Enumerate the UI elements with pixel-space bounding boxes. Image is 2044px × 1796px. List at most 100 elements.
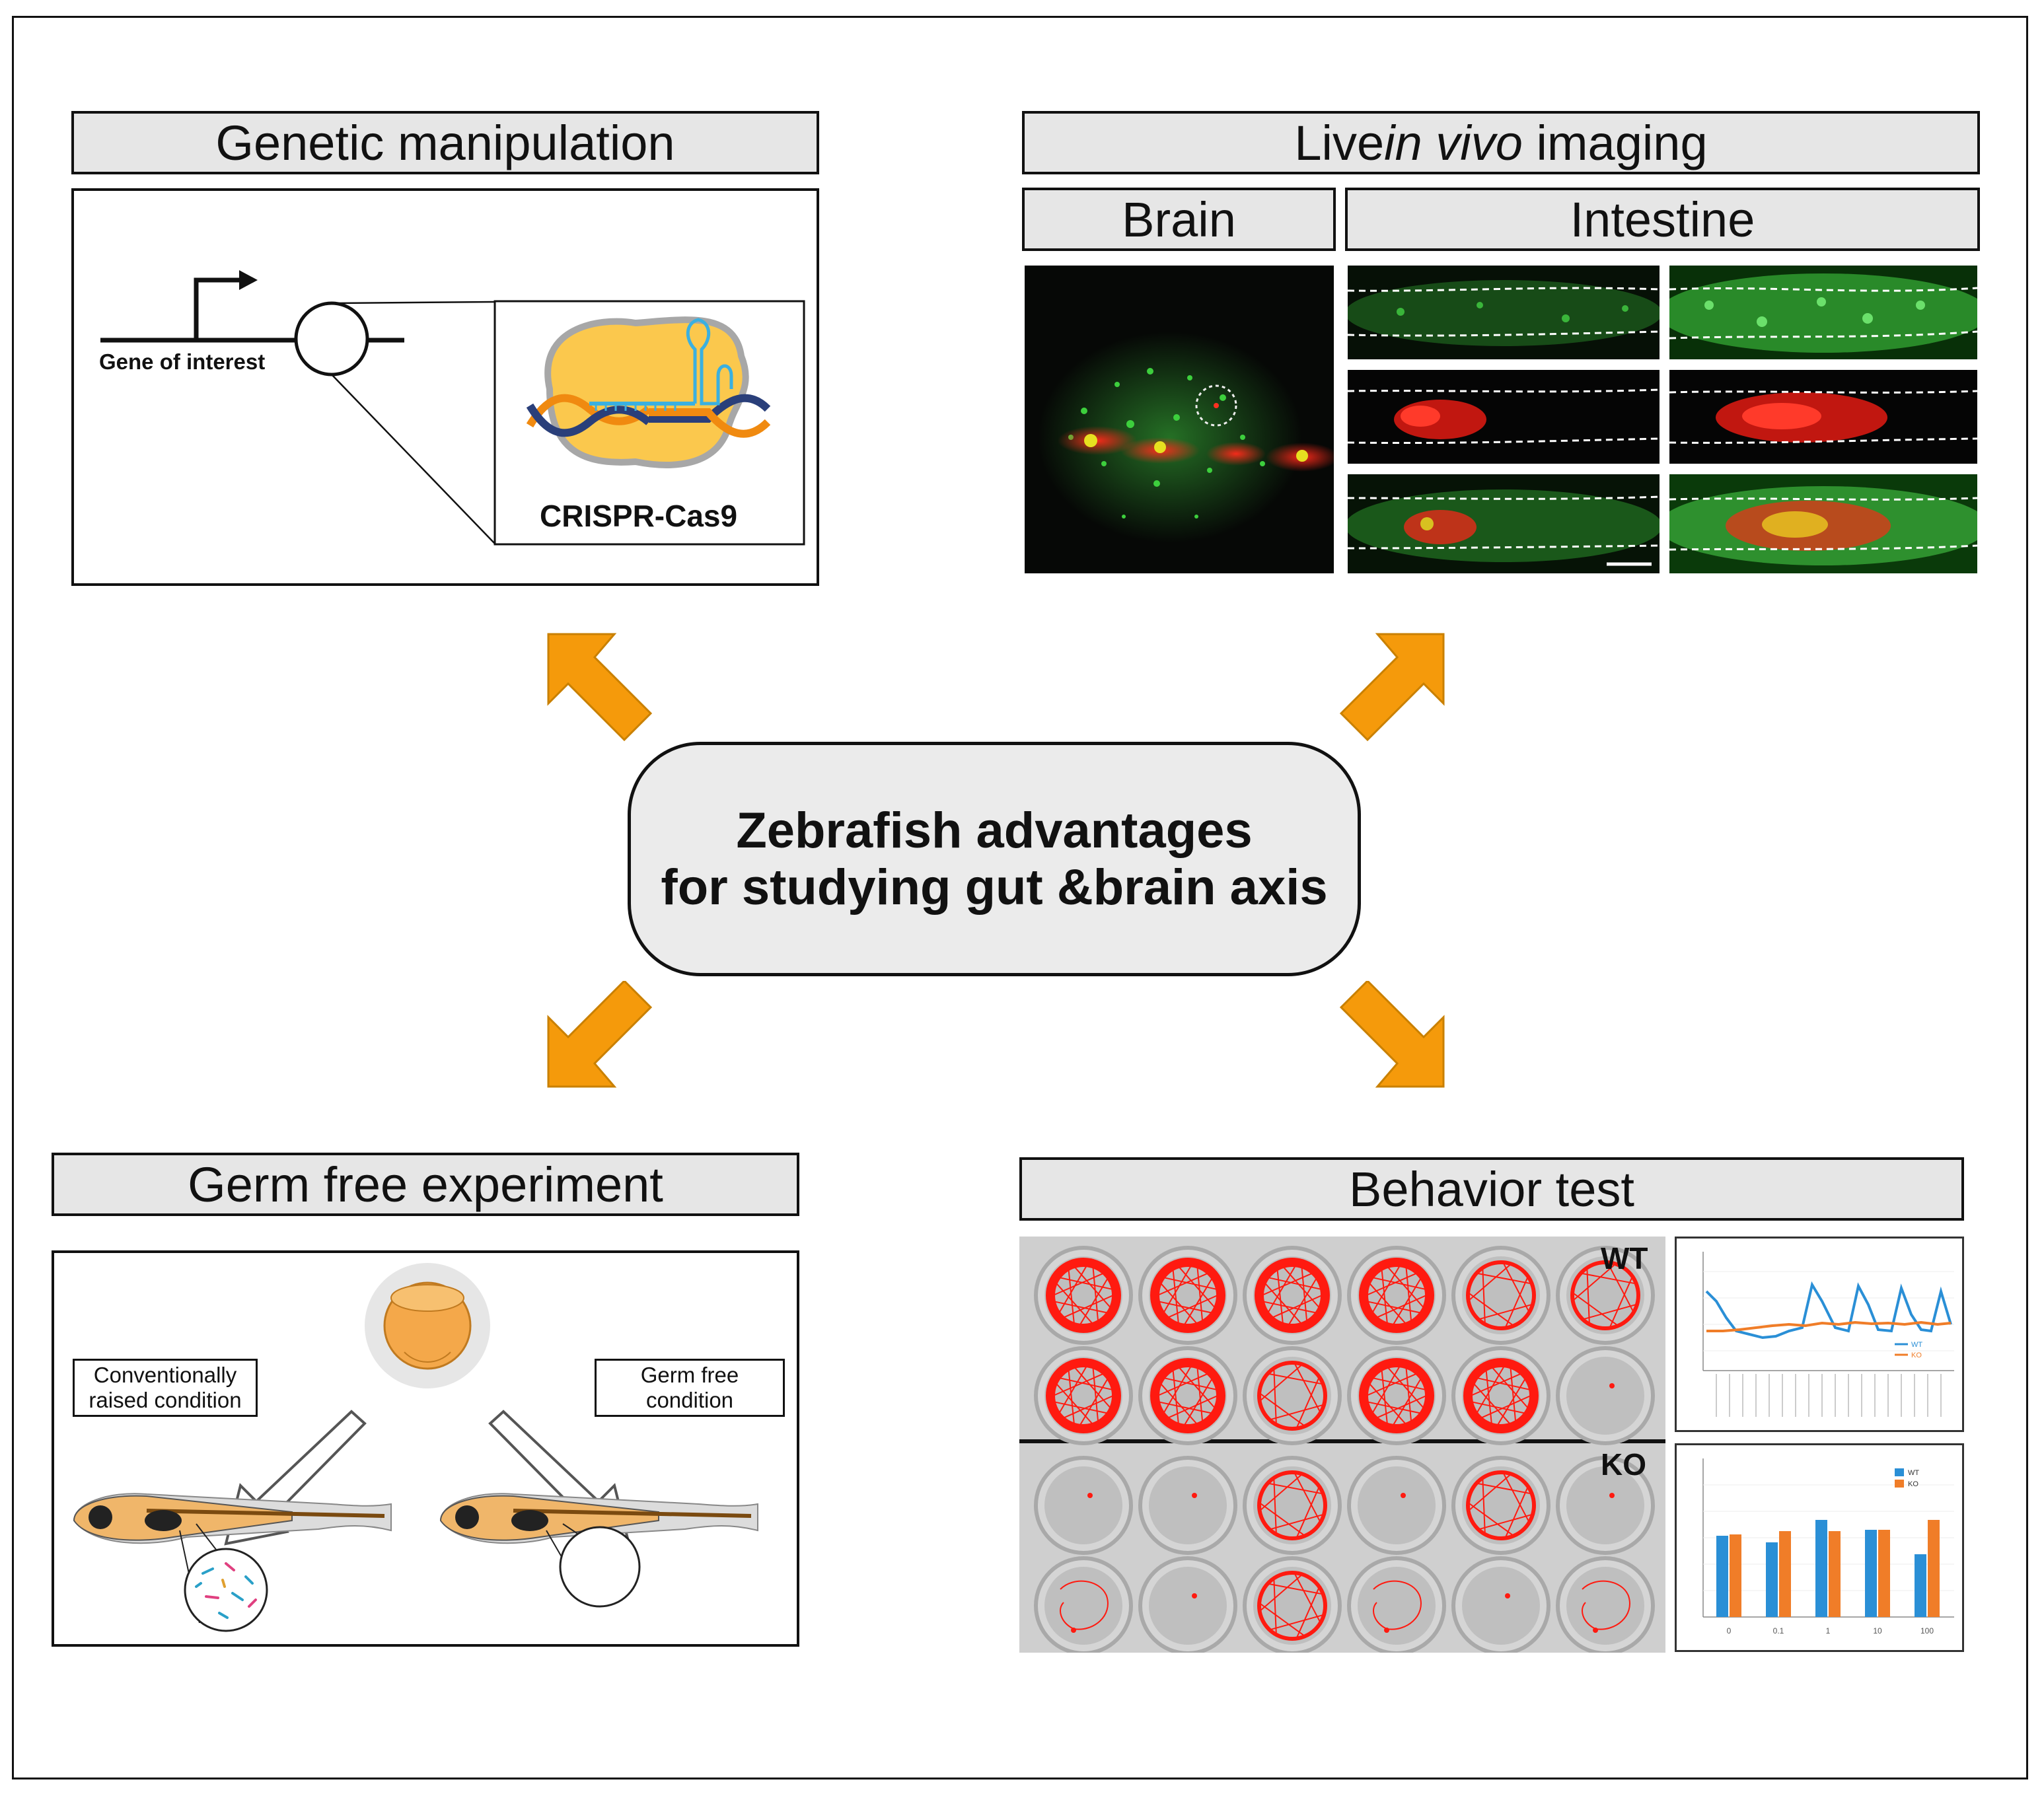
plate-well (1138, 1456, 1237, 1555)
larva-germ-free-icon (439, 1493, 758, 1544)
germ-free-line2: condition (645, 1388, 734, 1412)
track-trace (1582, 1580, 1630, 1633)
track-trace (1359, 1258, 1434, 1333)
bar-wt-0 (1716, 1536, 1728, 1617)
wt-series-line (1705, 1281, 1952, 1340)
track-trace (1570, 1260, 1640, 1330)
plate-well (1556, 1556, 1655, 1653)
track-trace (1257, 1470, 1327, 1540)
brain-title: Brain (1122, 192, 1236, 247)
intestine-gfp-right (1669, 266, 1977, 359)
bar-category-label: 1 (1826, 1626, 1831, 1635)
arrow-up-right-icon (1339, 633, 1445, 742)
plate-well (1034, 1246, 1133, 1345)
track-trace (1150, 1358, 1225, 1433)
bar-category-label: 100 (1920, 1626, 1934, 1635)
plate-well (1034, 1456, 1133, 1555)
track-trace (1046, 1358, 1121, 1433)
intestine-merge-left (1348, 474, 1660, 573)
germ-free-condition-label: Germ free condition (595, 1359, 785, 1417)
bar-category-label: 0 (1727, 1626, 1732, 1635)
plate-divider (1019, 1439, 1665, 1443)
microbiota-inset-icon (184, 1548, 268, 1632)
plate-well (1451, 1246, 1551, 1345)
bar-wt-1 (1815, 1520, 1827, 1617)
arrow-up-left-icon (547, 633, 653, 742)
intestine-merge-right (1669, 474, 1977, 573)
plate-well (1243, 1556, 1342, 1653)
plate-well (1243, 1246, 1342, 1345)
promoter-arrow-icon (239, 270, 258, 290)
live-imaging-title-pre: Live (1294, 115, 1385, 170)
brain-header: Brain (1022, 188, 1336, 251)
crispr-cas9-label: CRISPR-Cas9 (540, 499, 738, 533)
track-trace (1359, 1358, 1434, 1433)
germ-free-line1: Germ free (640, 1363, 739, 1387)
track-trace (1257, 1571, 1327, 1641)
track-trace (1046, 1258, 1121, 1333)
conventional-line1: Conventionally (93, 1363, 237, 1387)
track-trace (1466, 1470, 1536, 1540)
bar-category-label: 10 (1873, 1626, 1882, 1635)
arrow-down-left-icon (547, 981, 653, 1088)
gene-diagram (100, 270, 805, 546)
conventional-line2: raised condition (89, 1388, 242, 1412)
bar-legend-wt: WT (1908, 1469, 1919, 1477)
bar-legend-ko: KO (1908, 1480, 1918, 1488)
plate-well (1347, 1246, 1446, 1345)
plate-well (1556, 1456, 1655, 1555)
track-trace (1087, 1493, 1093, 1498)
germ-free-header: Germ free experiment (52, 1153, 799, 1216)
brain-micrograph (1025, 266, 1334, 573)
thigmotaxis-bar-chart: WT KO 0 0.1 1 10 100 (1702, 1458, 1954, 1635)
track-trace (1609, 1493, 1615, 1498)
central-concept-box: Zebrafish advantages for studying gut &b… (628, 742, 1361, 976)
ko-series-line (1706, 1320, 1952, 1332)
plate-well (1243, 1456, 1342, 1555)
plate-well (1451, 1556, 1551, 1653)
plate-well (1034, 1556, 1133, 1653)
plate-well (1556, 1246, 1655, 1345)
germ-free-diagram (73, 1263, 758, 1632)
bar-ko-10 (1878, 1530, 1890, 1617)
cas9-protein-icon (544, 316, 749, 468)
plate-well (1451, 1346, 1551, 1445)
track-trace (1192, 1493, 1197, 1498)
line-chart-panel: WT KO (1675, 1237, 1964, 1432)
plate-well (1451, 1456, 1551, 1555)
plate-well (1138, 1346, 1237, 1445)
behavior-test-header: Behavior test (1019, 1157, 1964, 1221)
plate-well (1347, 1346, 1446, 1445)
genetic-manipulation-title: Genetic manipulation (215, 115, 675, 170)
track-trace (1609, 1383, 1615, 1388)
bar-ko-0.1 (1779, 1531, 1791, 1617)
intestine-rfp-left (1348, 370, 1660, 464)
track-trace (1401, 1493, 1406, 1498)
bar-ko-0 (1730, 1534, 1741, 1617)
live-imaging-title-post: imaging (1522, 115, 1708, 170)
bar-wt-100 (1915, 1554, 1926, 1617)
bar-wt-0.1 (1766, 1542, 1778, 1617)
arrow-down-right-icon (1339, 981, 1445, 1088)
bar-wt-10 (1865, 1530, 1877, 1617)
behavior-test-title: Behavior test (1349, 1161, 1634, 1217)
plate-well (1347, 1556, 1446, 1653)
track-trace (1505, 1593, 1510, 1598)
track-trace (1373, 1580, 1422, 1633)
plate-well (1138, 1246, 1237, 1345)
genetic-manipulation-panel: Gene of interest CRISPR-Cas9 (71, 188, 819, 586)
bar-chart-panel: WT KO 0 0.1 1 10 100 (1675, 1443, 1964, 1652)
track-trace (1466, 1260, 1536, 1330)
larva-conventional-icon (73, 1493, 392, 1544)
plate-well (1556, 1346, 1655, 1445)
plate-well (1243, 1346, 1342, 1445)
track-trace (1060, 1580, 1109, 1633)
bar-ko-100 (1928, 1520, 1940, 1617)
central-title-line1: Zebrafish advantages (736, 802, 1253, 859)
central-title-line2: for studying gut &brain axis (661, 859, 1328, 916)
germ-free-panel: Conventionally raised condition Germ fre… (52, 1250, 799, 1647)
track-trace (1150, 1258, 1225, 1333)
track-trace (1463, 1358, 1539, 1433)
track-trace (1257, 1361, 1327, 1431)
line-legend-ko: KO (1911, 1351, 1922, 1359)
